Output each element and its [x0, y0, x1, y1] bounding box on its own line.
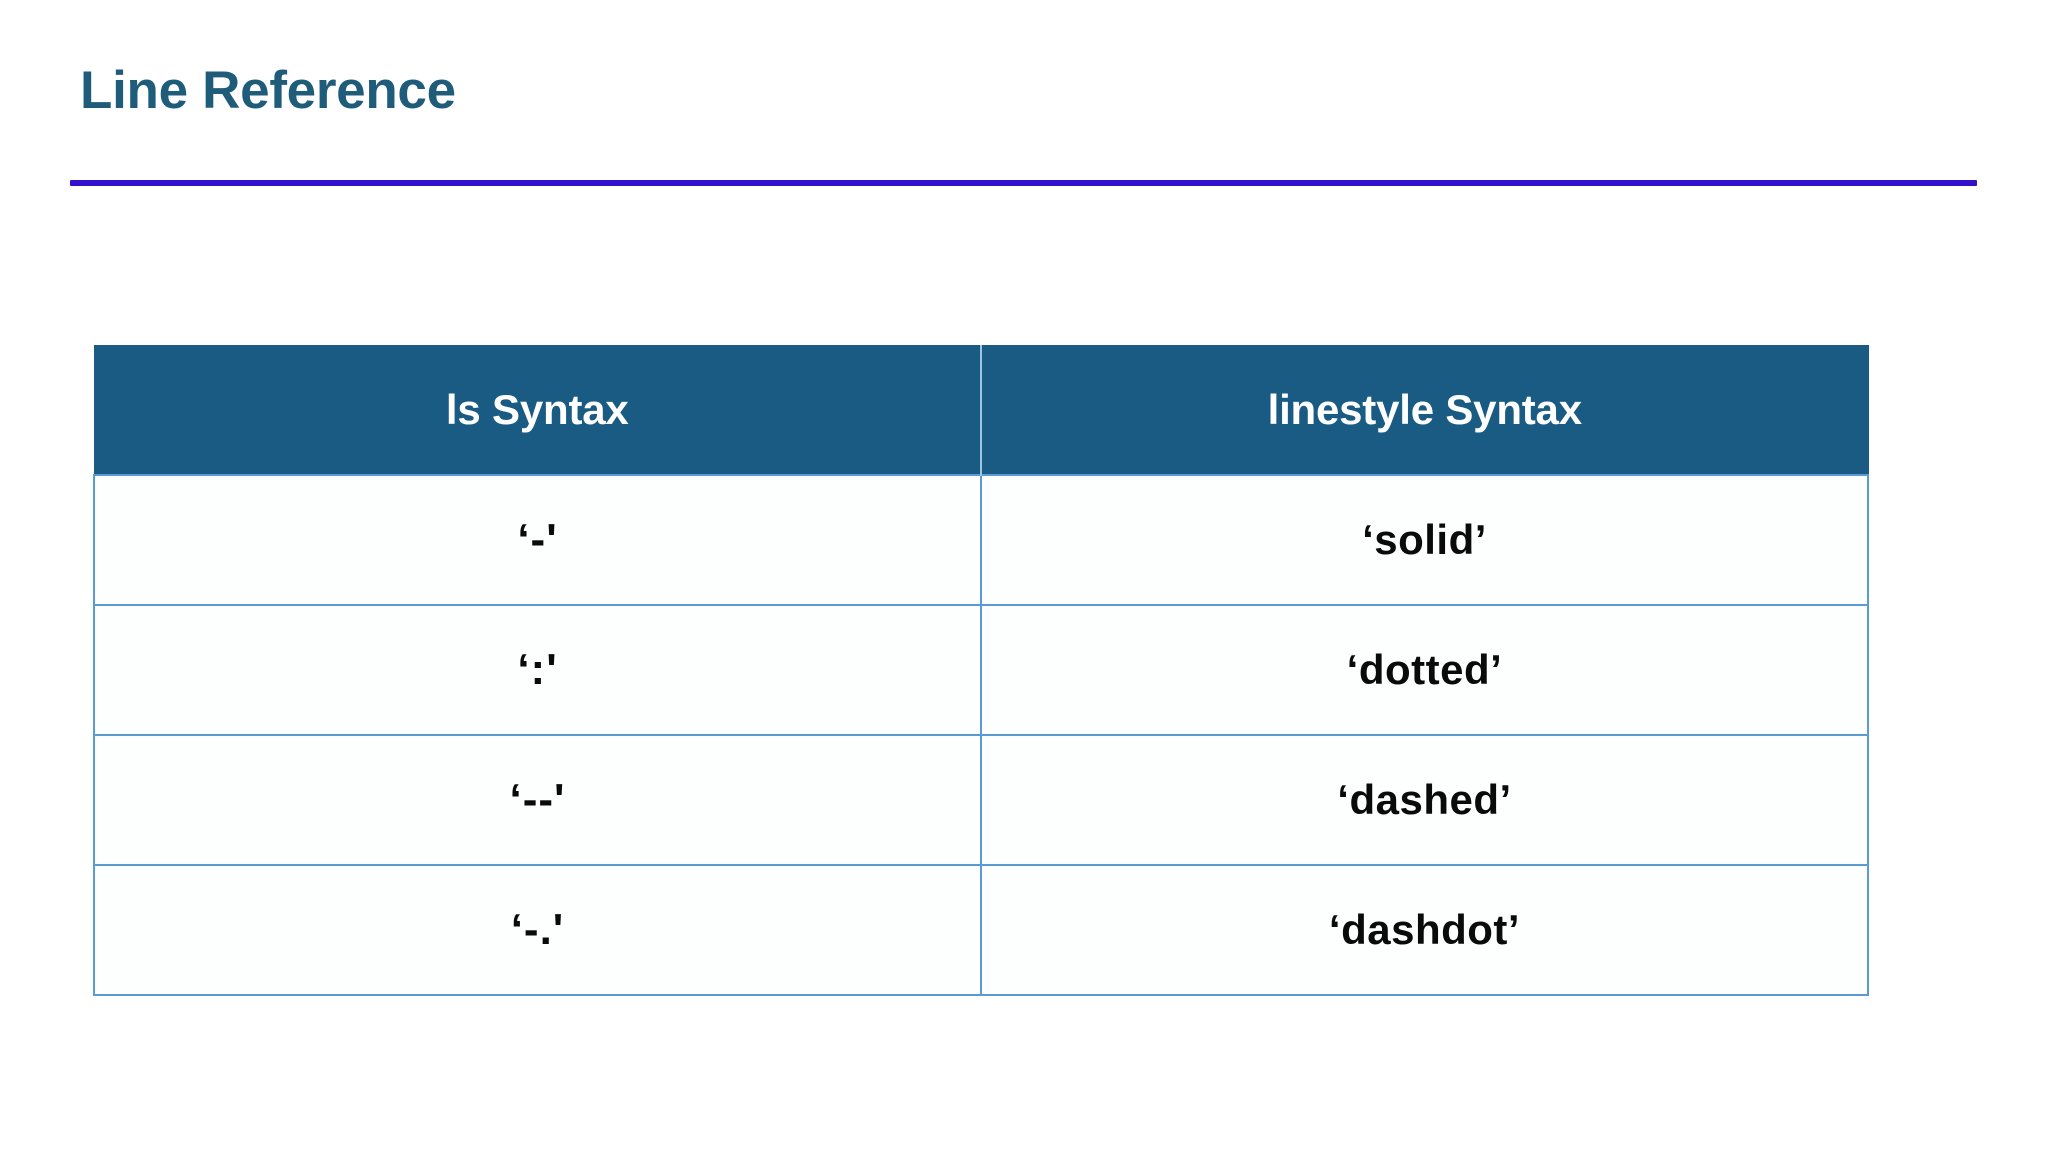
cell-ls-syntax: ‘--'	[93, 734, 982, 866]
cell-ls-syntax: ‘-.'	[93, 864, 982, 996]
column-header-linestyle-syntax: linestyle Syntax	[980, 345, 1869, 476]
table-header-row: ls Syntax linestyle Syntax	[93, 345, 1869, 476]
cell-ls-syntax: ‘-'	[93, 474, 982, 606]
line-reference-table: ls Syntax linestyle Syntax ‘-' ‘solid’ ‘…	[93, 345, 1869, 996]
table-row: ‘:' ‘dotted’	[93, 604, 1869, 736]
cell-linestyle-syntax: ‘solid’	[980, 474, 1869, 606]
title-divider	[70, 180, 1977, 186]
cell-ls-syntax: ‘:'	[93, 604, 982, 736]
cell-linestyle-syntax: ‘dashed’	[980, 734, 1869, 866]
table-row: ‘-' ‘solid’	[93, 474, 1869, 606]
page-title: Line Reference	[80, 61, 456, 120]
table-row: ‘-.' ‘dashdot’	[93, 864, 1869, 996]
table-row: ‘--' ‘dashed’	[93, 734, 1869, 866]
cell-linestyle-syntax: ‘dotted’	[980, 604, 1869, 736]
column-header-ls-syntax: ls Syntax	[93, 345, 982, 476]
cell-linestyle-syntax: ‘dashdot’	[980, 864, 1869, 996]
